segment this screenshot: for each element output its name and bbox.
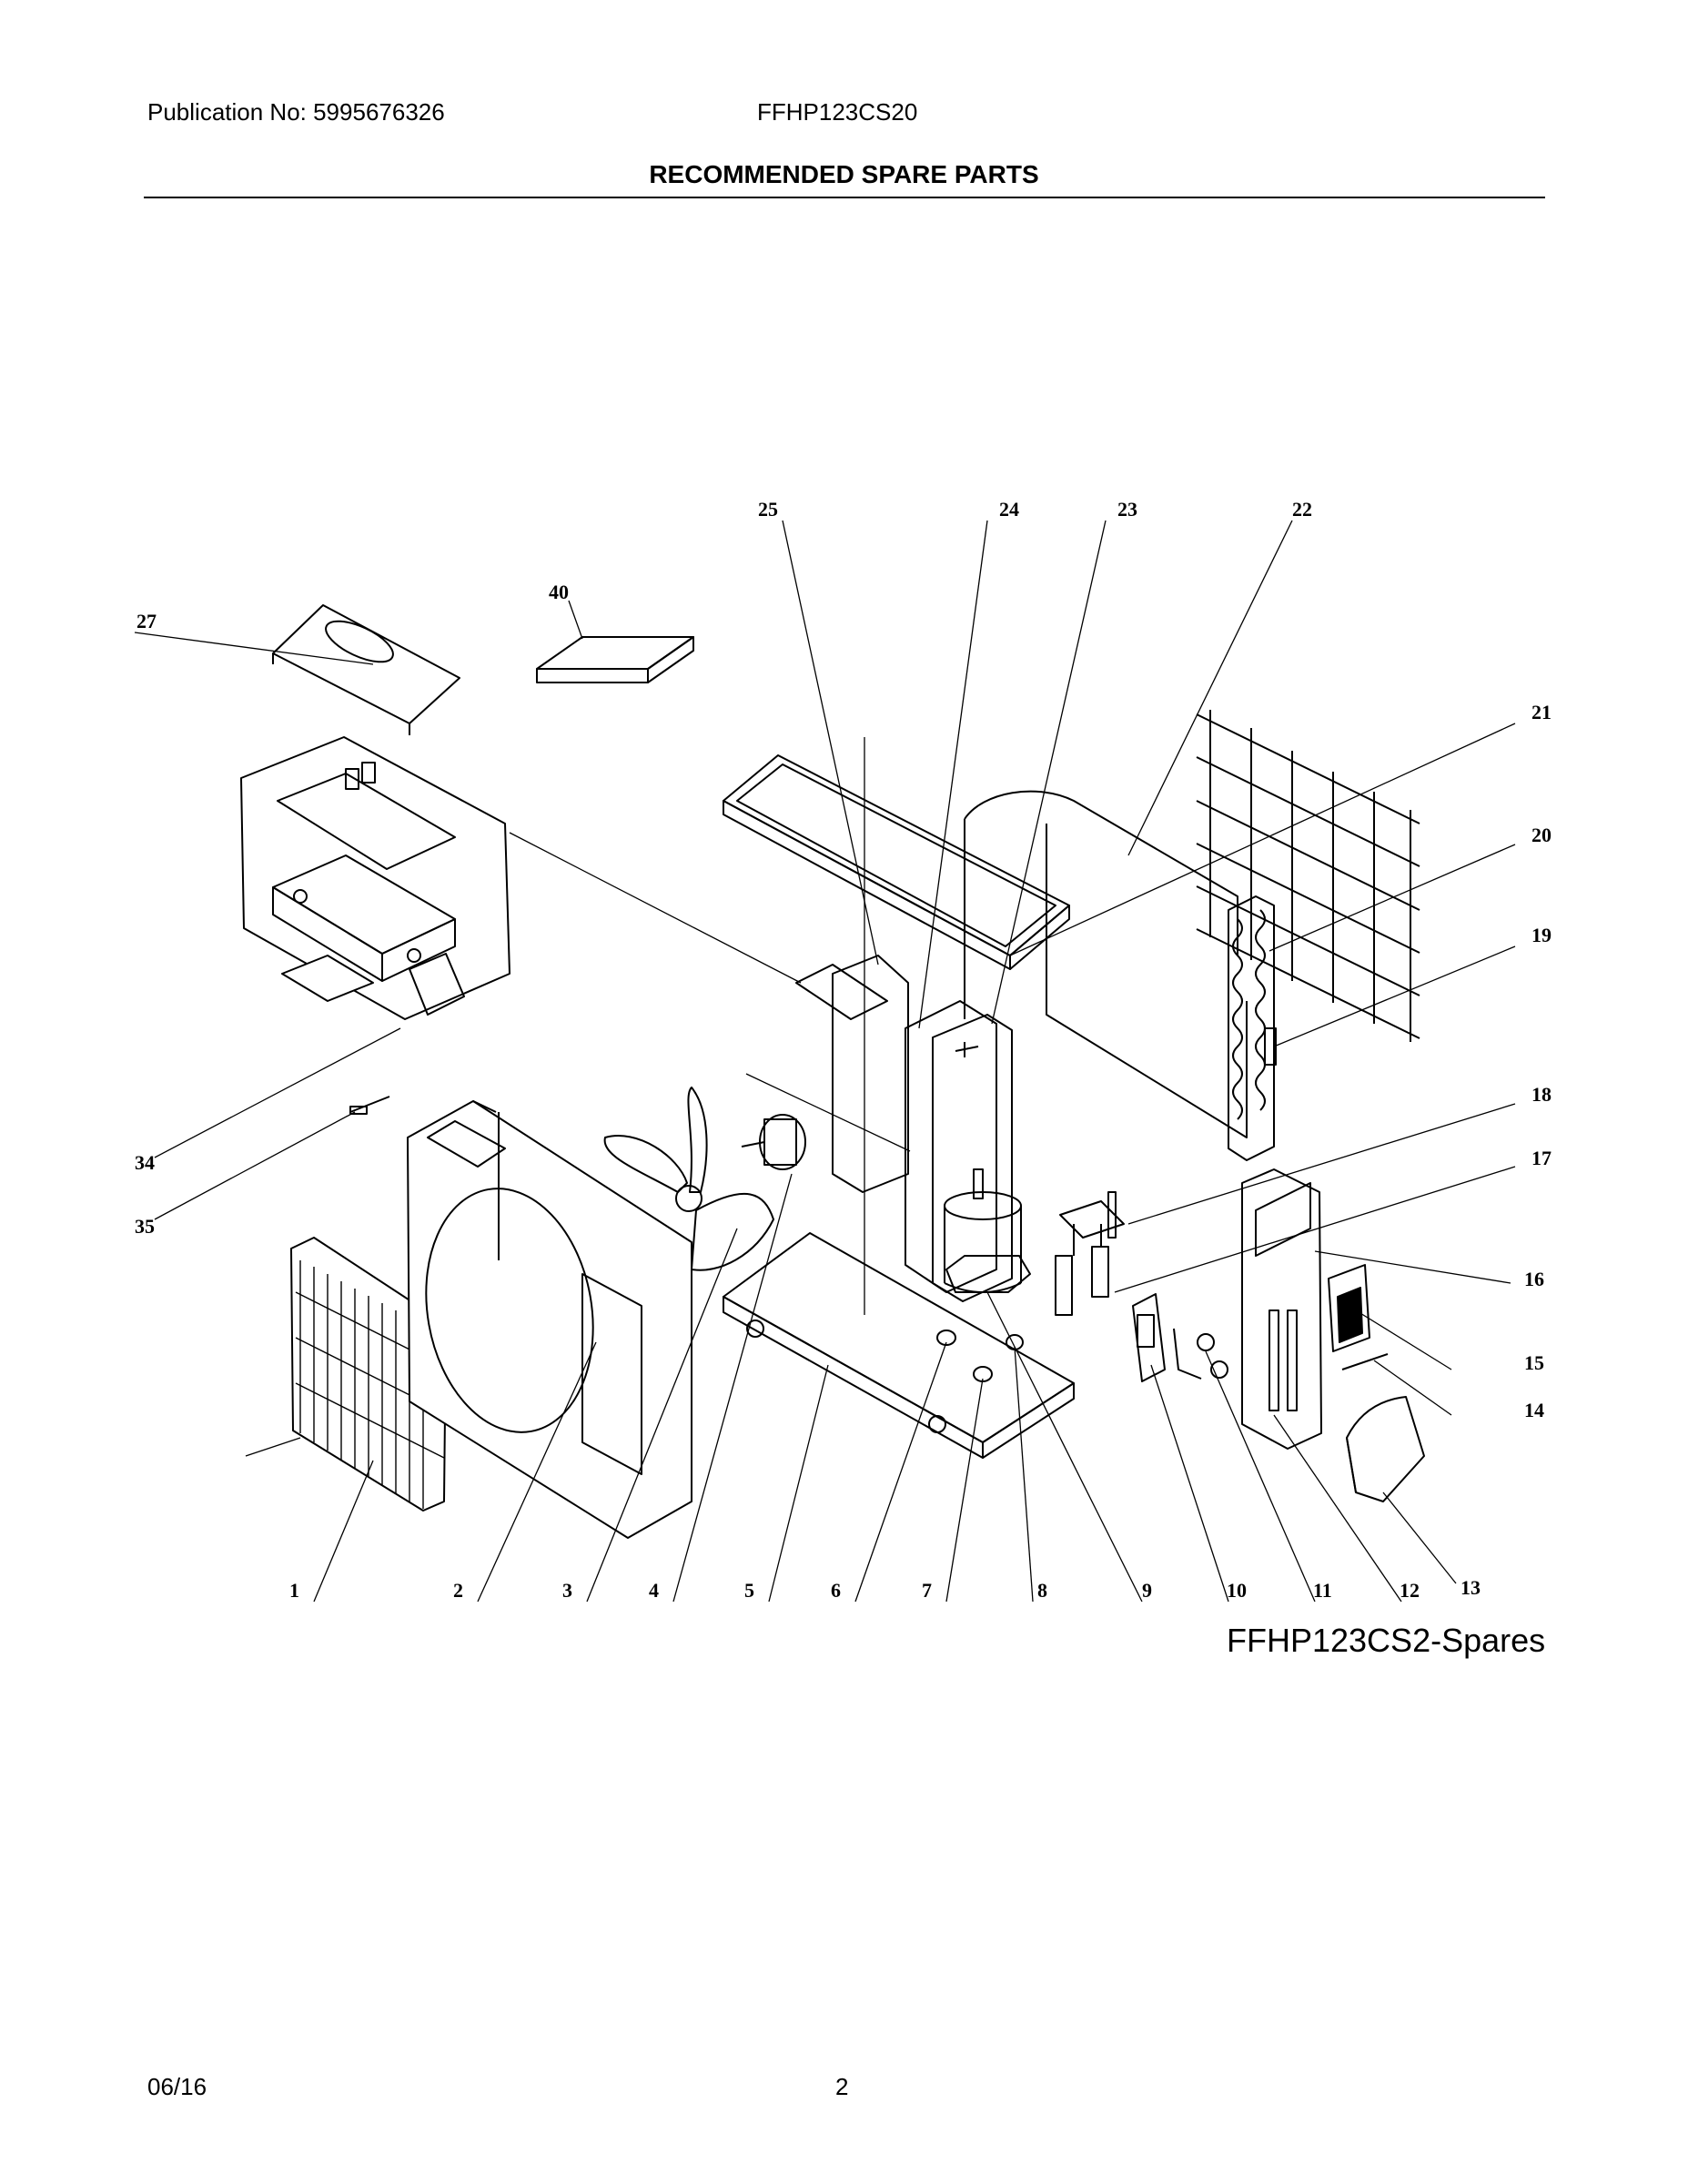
model-number: FFHP123CS20 [757, 98, 918, 126]
callout-16: 16 [1524, 1268, 1544, 1290]
callout-40: 40 [549, 581, 569, 603]
top-cover-drawing [723, 754, 1070, 970]
part-16-drawing [1241, 1168, 1322, 1450]
part-21-drawing [1196, 710, 1420, 1042]
callout-27: 27 [136, 610, 157, 632]
callout-8: 8 [1037, 1579, 1047, 1602]
callout-34: 34 [135, 1151, 155, 1174]
callout-22: 22 [1292, 498, 1312, 521]
callout-2: 2 [453, 1579, 463, 1602]
callout-14: 14 [1524, 1399, 1544, 1421]
publication-number: Publication No: 5995676326 [147, 98, 445, 126]
part-20-19-drawing [1228, 895, 1277, 1161]
callout-10: 10 [1227, 1579, 1247, 1602]
callout-19: 19 [1531, 924, 1552, 946]
part-15-14-drawing [1328, 1264, 1389, 1370]
footer-date: 06/16 [147, 2073, 207, 2100]
callout-4: 4 [649, 1579, 659, 1602]
callout-24: 24 [999, 498, 1019, 521]
callout-18: 18 [1531, 1083, 1552, 1106]
page-number: 2 [835, 2073, 849, 2100]
page-title: RECOMMENDED SPARE PARTS [649, 160, 1039, 188]
part-24-23-drawing [905, 1000, 1013, 1302]
part-34-drawing [240, 736, 510, 1020]
callout-11: 11 [1313, 1579, 1332, 1602]
callout-7: 7 [922, 1579, 932, 1602]
part-18-17-drawing [1055, 1191, 1125, 1316]
callout-20: 20 [1531, 824, 1552, 846]
diagram-caption: FFHP123CS2-Spares [1227, 1622, 1546, 1659]
callout-21: 21 [1531, 701, 1552, 723]
part-40-drawing [536, 636, 694, 683]
callout-15: 15 [1524, 1351, 1544, 1374]
part-10-11-12-drawing [1132, 1293, 1228, 1382]
callout-9: 9 [1142, 1579, 1152, 1602]
part-5-drawing [723, 1232, 1075, 1459]
callout-6: 6 [831, 1579, 841, 1602]
part-22-drawing [964, 790, 1248, 1138]
part-25-drawing [795, 955, 909, 1193]
callout-17: 17 [1531, 1147, 1552, 1169]
callout-1: 1 [289, 1579, 299, 1602]
callout-23: 23 [1117, 498, 1137, 521]
leader-lines [134, 520, 1516, 1603]
part-27-drawing [272, 604, 460, 735]
callout-35: 35 [135, 1215, 155, 1238]
part-4-drawing [741, 1114, 806, 1170]
header-divider [144, 197, 1545, 198]
part-2-drawing [407, 1100, 692, 1539]
callout-5: 5 [744, 1579, 754, 1602]
callout-25: 25 [758, 498, 778, 521]
callout-13: 13 [1461, 1576, 1481, 1599]
part-13-drawing [1346, 1396, 1425, 1502]
callout-12: 12 [1400, 1579, 1420, 1602]
callout-3: 3 [562, 1579, 572, 1602]
part-3-drawing [603, 1087, 774, 1271]
part-35-drawing [349, 1096, 390, 1115]
